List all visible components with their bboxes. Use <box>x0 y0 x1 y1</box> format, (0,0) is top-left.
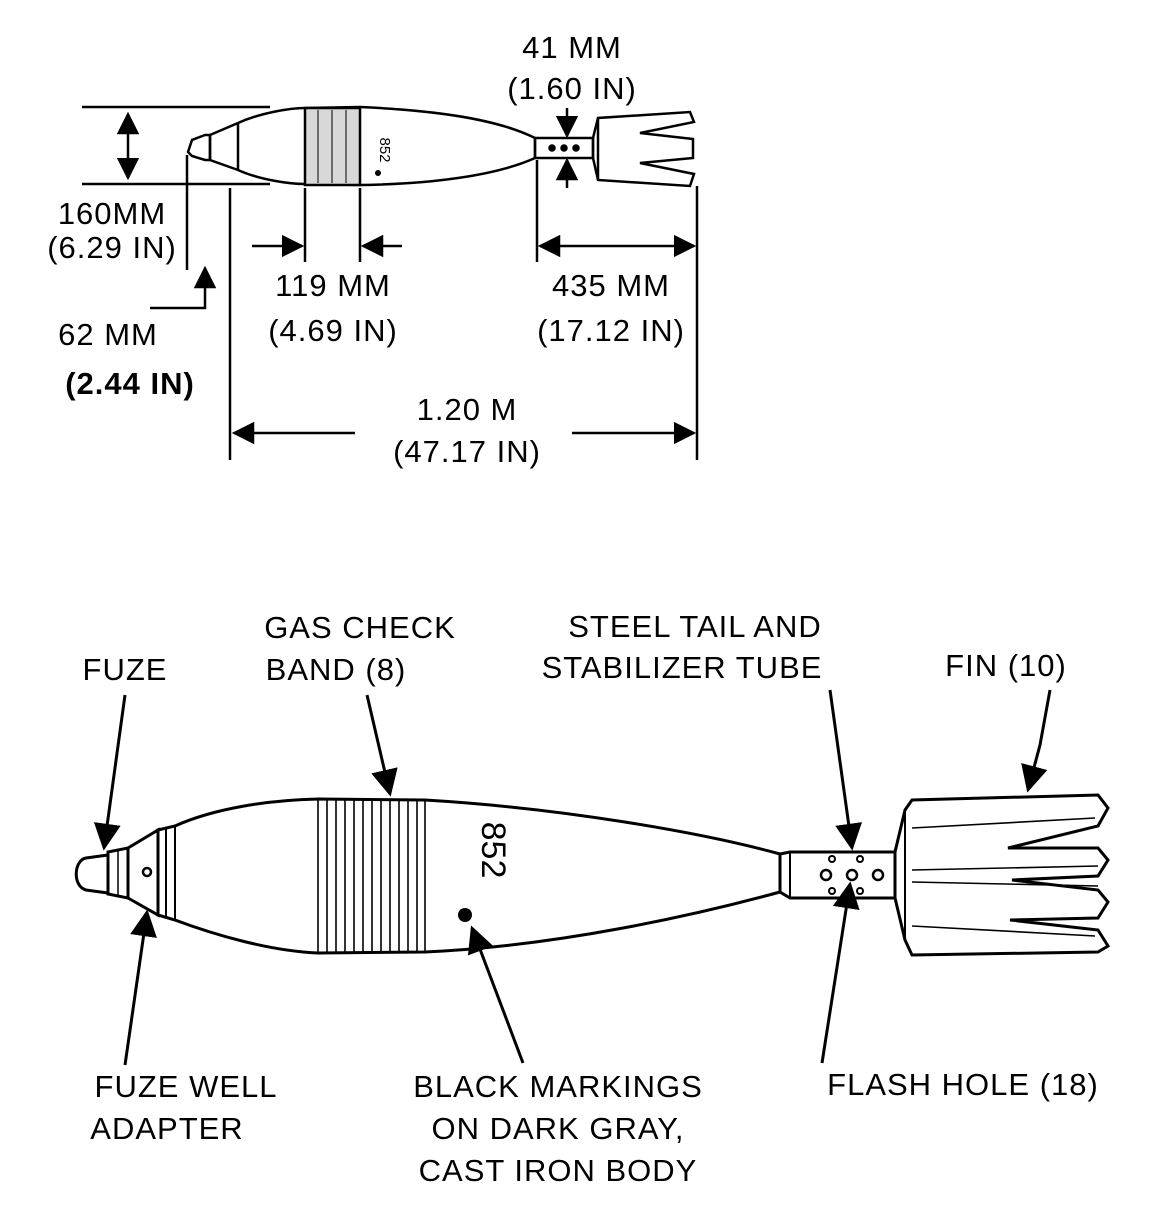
fin-diameter-metric: 41 MM <box>522 30 622 65</box>
stabilizer-tube <box>778 850 897 900</box>
fin-leader <box>1021 689 1052 793</box>
band-length-imperial: (4.69 IN) <box>268 313 398 348</box>
label-steel-tail-line1: STEEL TAIL AND <box>568 609 821 644</box>
diameter-metric: 160MM <box>58 196 166 231</box>
label-flash-hole: FLASH HOLE (18) <box>827 1067 1099 1102</box>
label-fuze-well-adapter-line2: ADAPTER <box>90 1111 243 1146</box>
fuze-nose <box>74 853 110 895</box>
fuze-length-metric: 62 MM <box>58 317 158 352</box>
black-markings-leader <box>467 925 525 1064</box>
label-gas-check-band-line2: BAND (8) <box>266 652 407 687</box>
overall-length-imperial: (47.17 IN) <box>393 434 541 469</box>
extension-lines <box>185 155 699 460</box>
fuze-leader <box>93 694 127 851</box>
body-marking: 852 <box>474 822 512 879</box>
diameter-imperial: (6.29 IN) <box>47 230 177 265</box>
label-black-markings-line1: BLACK MARKINGS <box>413 1069 703 1104</box>
label-black-markings-line3: CAST IRON BODY <box>419 1153 698 1188</box>
label-black-markings-line2: ON DARK GRAY, <box>431 1111 684 1146</box>
label-gas-check-band-line1: GAS CHECK <box>264 610 456 645</box>
label-fuze-well-adapter-line1: FUZE WELL <box>95 1069 278 1104</box>
steel-tail-leader <box>828 689 863 851</box>
fuze-length-arrow <box>150 265 217 310</box>
tail-length-metric: 435 MM <box>552 268 670 303</box>
fuze-length-imperial: (2.44 IN) <box>65 366 195 401</box>
round-silhouette-small <box>186 105 696 188</box>
small-marking-dot <box>375 170 381 176</box>
gas-check-band-leader <box>365 694 398 797</box>
tail-length-imperial: (17.12 IN) <box>537 313 685 348</box>
labeled-drawing: 852 FUZE GAS CHECK BAND (8) STEEL TAIL A… <box>74 609 1111 1188</box>
band-length-metric: 119 MM <box>275 268 391 303</box>
dimension-drawing: 852 160MM (6.29 IN) 62 MM (2.44 IN) 119 <box>47 30 699 469</box>
gas-check-band <box>317 800 426 952</box>
fin-diameter-imperial: (1.60 IN) <box>507 71 637 106</box>
label-fin: FIN (10) <box>945 648 1067 683</box>
label-fuze: FUZE <box>83 652 168 687</box>
diameter-dimension <box>82 105 270 186</box>
fuze-well-adapter-leader <box>123 909 157 1066</box>
cast-iron-body <box>156 797 782 955</box>
overall-length-metric: 1.20 M <box>417 392 518 427</box>
leader-arrows <box>93 689 1052 1066</box>
flash-hole-leader <box>820 881 860 1064</box>
round-detail <box>74 793 1111 957</box>
small-body-marking: 852 <box>376 137 393 162</box>
fins <box>893 793 1111 957</box>
label-steel-tail-line2: STABILIZER TUBE <box>542 650 823 685</box>
marking-dot <box>458 908 472 922</box>
